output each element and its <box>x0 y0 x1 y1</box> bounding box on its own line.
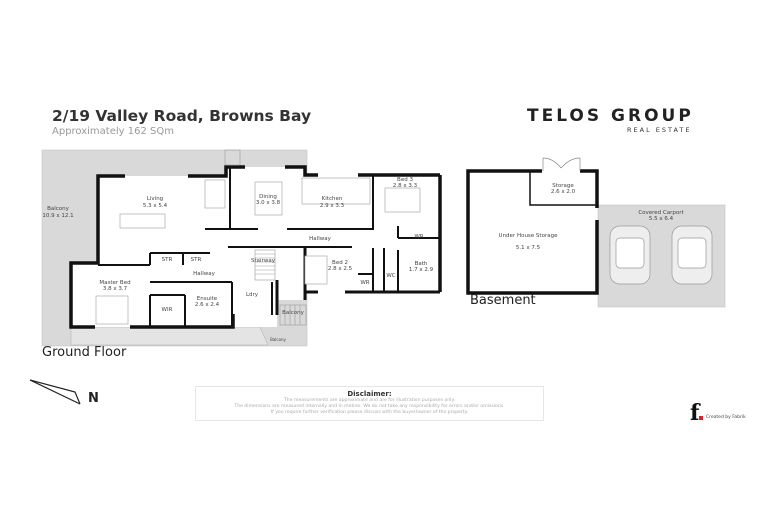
room-label: Bed 3 <box>397 177 413 183</box>
disclaimer-line: The dimensions are measured internally a… <box>234 404 505 409</box>
room-size: 2.9 x 3.3 <box>320 203 345 209</box>
armchair <box>204 179 226 209</box>
disclaimer-line: If you require further verification plea… <box>270 410 469 415</box>
room-label: WC <box>386 273 395 279</box>
kitchen-bench <box>301 177 371 205</box>
interior-walls <box>98 167 440 327</box>
lower-balcony <box>70 326 269 346</box>
room-label: Balcony <box>47 206 70 212</box>
room-label: Hallway <box>309 236 331 242</box>
room-label: Storage <box>552 183 574 189</box>
basement-labels: Storage 2.6 x 2.0 Under House Storage 5.… <box>499 183 685 251</box>
outer-wall <box>285 165 318 177</box>
room-label: Under House Storage <box>499 233 559 239</box>
cars <box>609 225 713 285</box>
room-label: Living <box>147 196 163 202</box>
room-size: 1.7 x 2.9 <box>409 267 434 273</box>
outer-wall <box>69 174 125 329</box>
room-label: WR <box>360 280 369 286</box>
brand-tagline: REAL ESTATE <box>627 126 692 134</box>
room-size: 2.8 x 3.3 <box>393 183 418 189</box>
storage-wall <box>529 171 597 206</box>
sofa <box>119 213 166 229</box>
room-size: 2.6 x 2.0 <box>551 189 576 195</box>
room-label: Hallway <box>193 271 215 277</box>
disclaimer-line: The measurements are approximate and are… <box>284 398 455 403</box>
disclaimer-box: Disclaimer: The measurements are approxi… <box>195 386 544 421</box>
room-size: 2.6 x 2.4 <box>195 302 220 308</box>
disclaimer-title: Disclaimer: <box>347 390 392 398</box>
stairs <box>224 149 307 326</box>
room-label: STR <box>191 257 202 263</box>
room-label: Dining <box>259 194 277 200</box>
room-label: WIR <box>162 307 173 313</box>
room-size: 3.0 x 3.8 <box>256 200 281 206</box>
room-label: Ensuite <box>197 296 218 302</box>
room-label: Kitchen <box>322 196 343 202</box>
room-label: Balcony <box>270 337 286 342</box>
outer-wall <box>188 165 245 178</box>
property-area: Approximately 162 SQm <box>52 126 174 137</box>
room-size: 5.5 x 6.4 <box>649 216 674 222</box>
brand-logo: TELOS GROUP <box>527 106 694 126</box>
ground-floor-label: Ground Floor <box>42 345 127 360</box>
room-size: 2.8 x 2.5 <box>328 266 353 272</box>
storage-door <box>542 157 581 171</box>
basement-wall <box>466 169 599 295</box>
compass-north-label: N <box>88 391 99 406</box>
room-label: Bath <box>415 261 428 267</box>
room-label: STR <box>162 257 173 263</box>
room-label: WR <box>414 234 423 240</box>
dining-table <box>254 181 283 216</box>
room-label: Bed 2 <box>332 260 348 266</box>
room-label: Stairway <box>251 258 276 264</box>
basement-label: Basement <box>470 293 536 308</box>
room-label: Covered Carport <box>638 210 684 216</box>
bed <box>304 255 328 285</box>
compass-icon <box>29 379 81 405</box>
bed <box>384 187 421 213</box>
room-size: 10.9 x 12.1 <box>42 213 73 219</box>
room-size: 3.8 x 3.7 <box>103 286 128 292</box>
property-address: 2/19 Valley Road, Browns Bay <box>52 107 312 125</box>
fabrik-logo: f <box>690 400 700 426</box>
credit-text: Created by Fabrik <box>706 415 746 420</box>
room-size: 5.1 x 7.5 <box>516 245 541 251</box>
room-label: Balcony <box>282 310 305 316</box>
basement-wall <box>580 169 599 208</box>
bed <box>95 295 129 325</box>
room-labels: Balcony 10.9 x 12.1 Living 5.3 x 5.4 Din… <box>42 177 433 342</box>
fabrik-logo-dot <box>699 416 703 420</box>
room-label: Ldry <box>246 292 259 298</box>
room-size: 5.3 x 5.4 <box>143 203 168 209</box>
room-label: Master Bed <box>99 280 130 286</box>
furniture <box>95 177 421 325</box>
